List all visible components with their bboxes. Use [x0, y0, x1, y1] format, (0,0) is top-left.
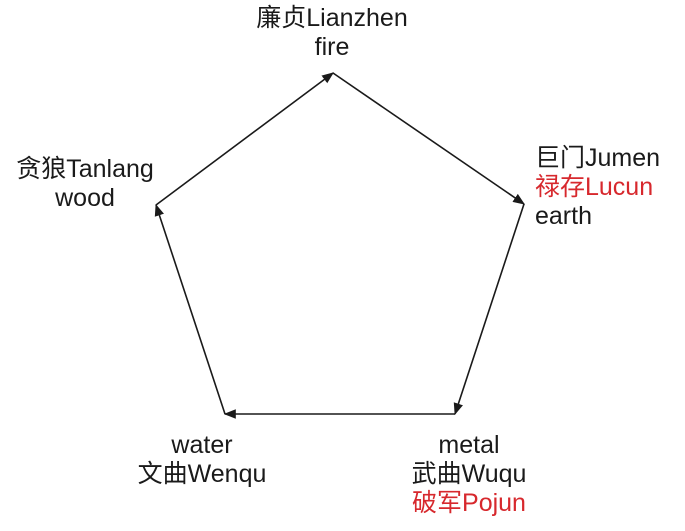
node-metal-element: metal — [438, 431, 500, 459]
node-earth: 巨门Jumen 禄存Lucun earth — [535, 144, 660, 231]
node-fire-element: fire — [314, 33, 350, 61]
node-fire: 廉贞Lianzhen fire — [256, 4, 407, 62]
node-water-element: water — [171, 431, 233, 459]
node-metal: metal 武曲Wuqu 破军Pojun — [412, 431, 527, 518]
node-metal-name: 武曲Wuqu — [411, 460, 527, 488]
node-earth-element: earth — [535, 202, 592, 230]
node-water-name: 文曲Wenqu — [137, 460, 267, 488]
node-earth-name: 巨门Jumen — [535, 144, 661, 172]
node-water: water 文曲Wenqu — [138, 431, 267, 489]
edge-fire-to-earth — [332, 72, 525, 205]
edge-water-to-wood — [154, 203, 226, 415]
edge-wood-to-fire — [155, 72, 334, 206]
node-wood: 贪狼Tanlang wood — [16, 155, 154, 213]
node-metal-name-secondary: 破军Pojun — [412, 489, 526, 517]
node-wood-element: wood — [55, 184, 115, 212]
node-fire-name: 廉贞Lianzhen — [256, 4, 408, 32]
node-earth-name-secondary: 禄存Lucun — [535, 173, 654, 201]
edge-earth-to-metal — [453, 203, 525, 416]
node-wood-name: 贪狼Tanlang — [16, 155, 154, 183]
